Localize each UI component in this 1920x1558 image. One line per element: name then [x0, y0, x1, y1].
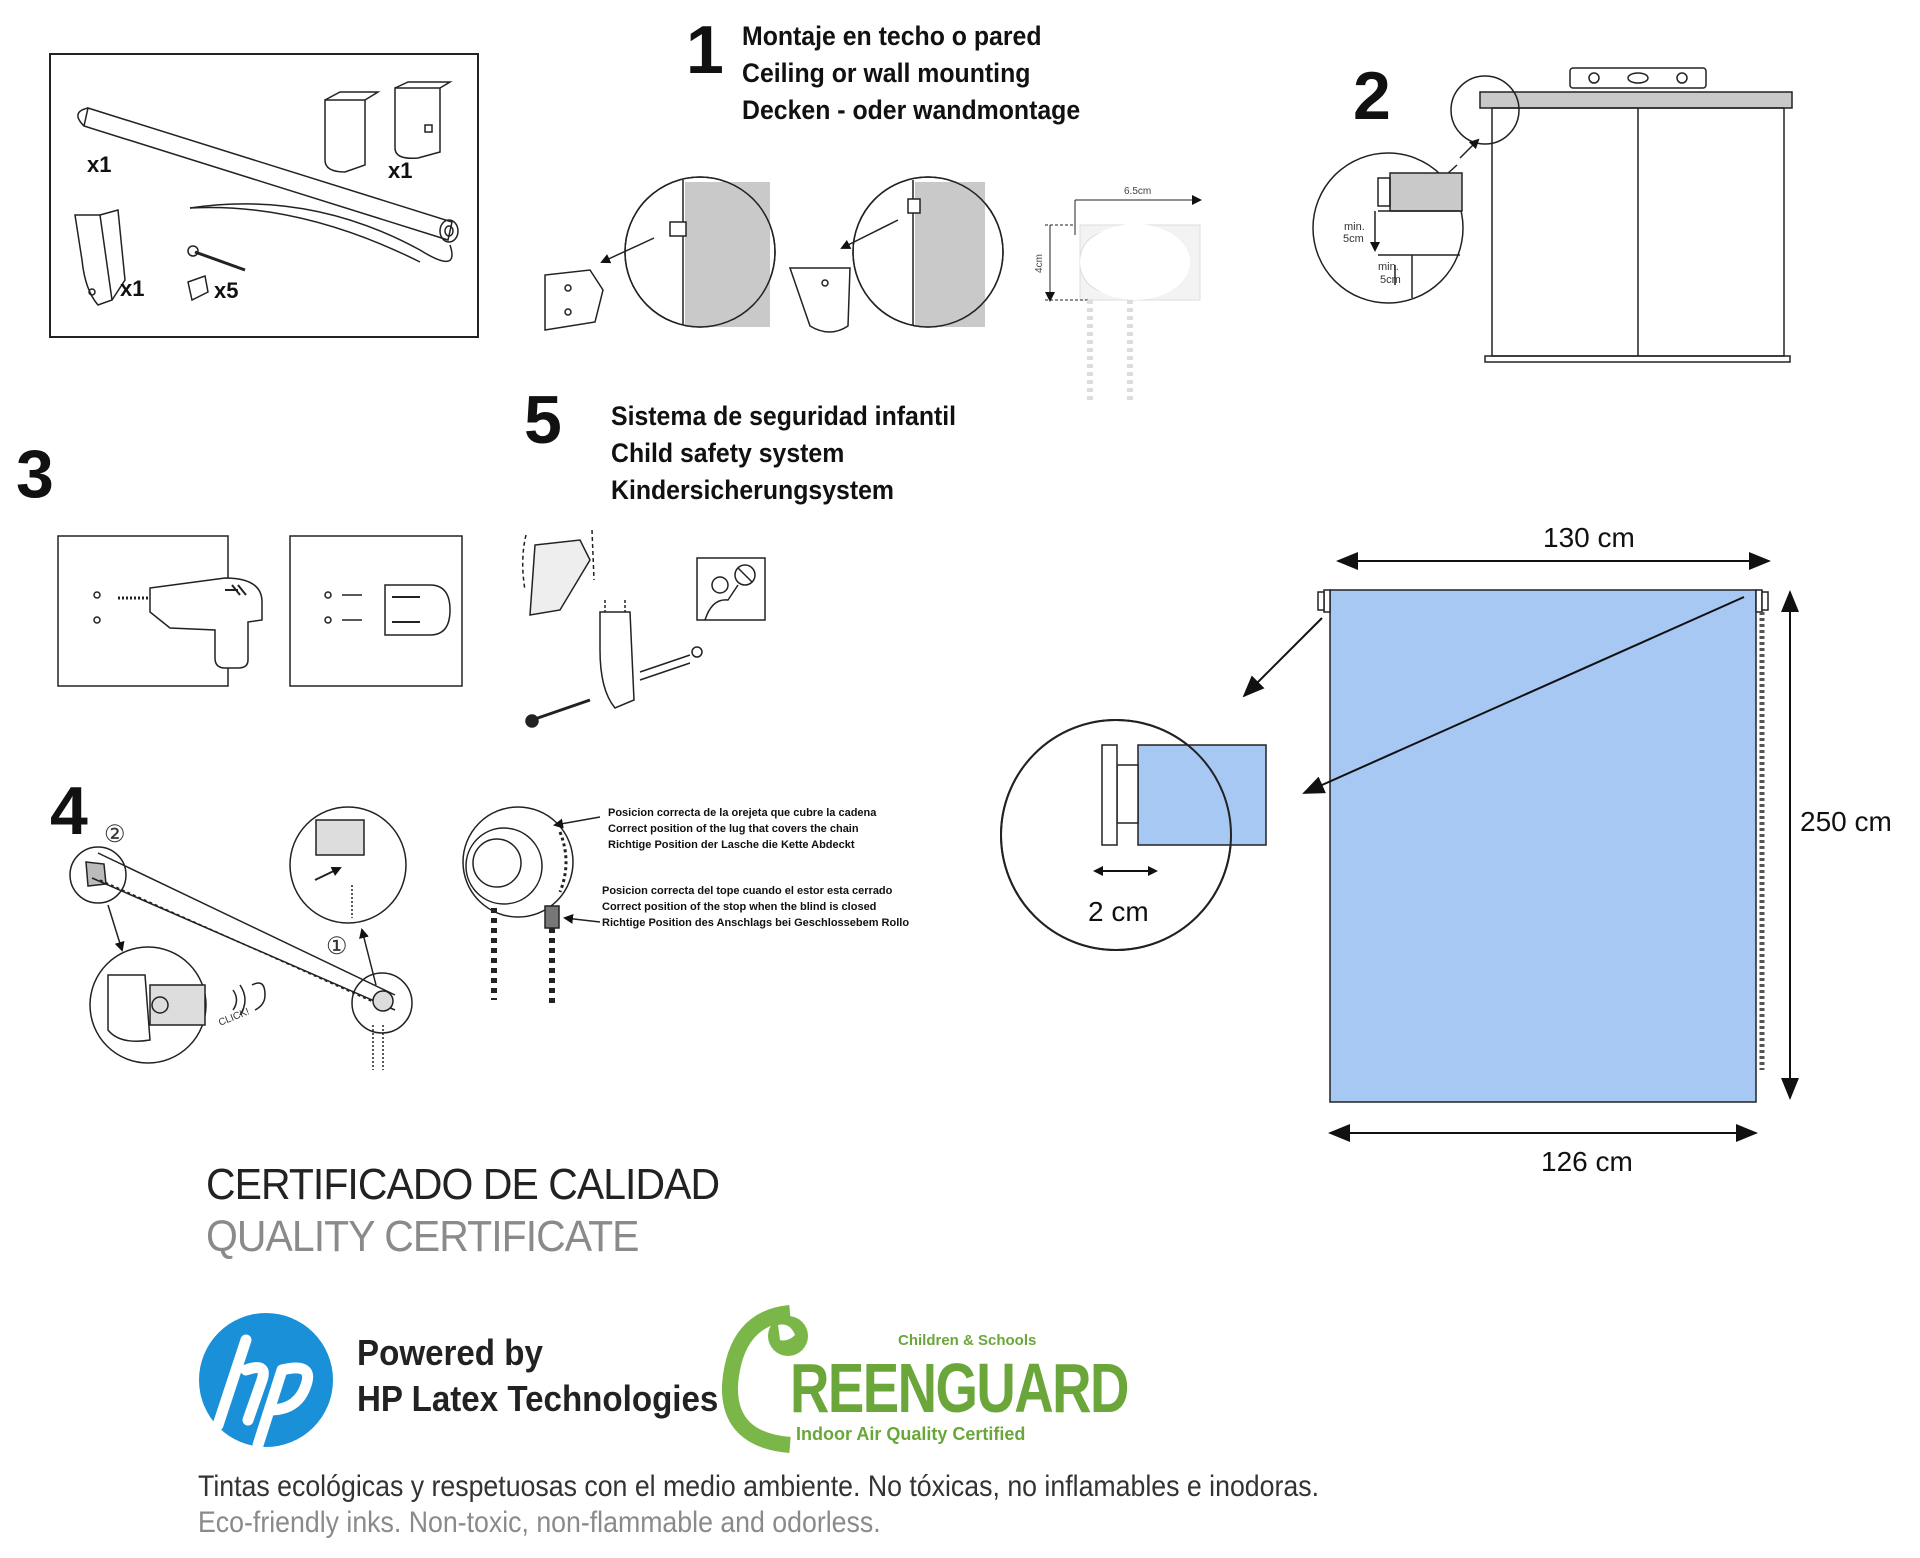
- eco-inks-es: Tintas ecológicas y respetuosas con el m…: [198, 1470, 1320, 1503]
- step1-width-label: 6.5cm: [1124, 186, 1152, 197]
- certificate-title-es: CERTIFICADO DE CALIDAD: [206, 1160, 720, 1209]
- step3-number: 3: [16, 436, 54, 512]
- step5-safety-drawings: [522, 529, 766, 728]
- certificate-title-en: QUALITY CERTIFICATE: [206, 1212, 639, 1261]
- parts-qty-roller: x1: [87, 152, 112, 177]
- step1-detail-right: [788, 176, 1004, 333]
- step4-number: 4: [50, 773, 88, 849]
- ul-greenguard-icon: [1114, 1292, 1170, 1348]
- parts-qty-safety: x1: [120, 276, 145, 301]
- step1-housing-diagram: [1045, 195, 1202, 400]
- step5-title-es: Sistema de seguridad infantil: [611, 401, 957, 431]
- step2-window-diagram: [1312, 67, 1793, 363]
- step4-note-lug-es: Posicion correcta de la orejeta que cubr…: [608, 807, 877, 819]
- step4-circle-1: ①: [326, 933, 348, 960]
- dimension-total-width: 130 cm: [1543, 522, 1635, 553]
- eco-inks-en: Eco-friendly inks. Non-toxic, non-flamma…: [198, 1506, 881, 1539]
- parts-qty-screws: x5: [214, 278, 239, 303]
- certificate-heading: CERTIFICADO DE CALIDAD QUALITY CERTIFICA…: [206, 1160, 758, 1262]
- step2-min-label-b: min.: [1378, 261, 1399, 273]
- step1-title: Montaje en techo o pared Ceiling or wall…: [742, 18, 1110, 129]
- ul-ecologo-icon: [1286, 1290, 1338, 1342]
- step5-title: Sistema de seguridad infantil Child safe…: [611, 398, 986, 509]
- greenguard-logo-mark: [721, 1305, 808, 1453]
- blind-dimension-drawing: [1000, 552, 1799, 1142]
- hp-line1: Powered by: [357, 1332, 543, 1373]
- eco-inks-text: Tintas ecológicas y respetuosas con el m…: [198, 1470, 1458, 1540]
- step4-note-lug-de: Richtige Position der Lasche die Kette A…: [608, 839, 855, 851]
- greenguard-bottom-text: Indoor Air Quality Certified: [796, 1424, 1026, 1444]
- step3-bracket-panel: [289, 535, 463, 687]
- hp-logo: [199, 1313, 333, 1451]
- greenguard-top-text: Children & Schools: [898, 1332, 1037, 1349]
- step3-drill-panel: [57, 535, 263, 687]
- step1-title-es: Montaje en techo o pared: [742, 21, 1042, 51]
- blind-fabric: [1329, 589, 1757, 1103]
- step2-min-label-a: min.: [1344, 221, 1365, 233]
- step4-notes-stop: Posicion correcta del tope cuando el est…: [602, 883, 909, 931]
- step4-note-stop-es: Posicion correcta del tope cuando el est…: [602, 885, 893, 897]
- greenguard-big-text: REENGUARD: [790, 1349, 1129, 1427]
- step1-title-de: Decken - oder wandmontage: [742, 95, 1081, 125]
- step5-number: 5: [524, 382, 562, 458]
- step2-number: 2: [1353, 58, 1391, 134]
- step1-height-label: 4cm: [1033, 254, 1045, 273]
- step4-circle-2: ②: [104, 821, 126, 848]
- step1-detail-left: [544, 176, 776, 331]
- step4-note-stop-en: Correct position of the stop when the bl…: [602, 901, 877, 913]
- parts-box: [49, 53, 479, 338]
- step4-install-drawings: [69, 806, 601, 1070]
- step4-note-stop-de: Richtige Position des Anschlags bei Gesc…: [602, 917, 910, 929]
- step5-title-en: Child safety system: [611, 438, 845, 468]
- hp-powered-text: Powered by HP Latex Technologies: [357, 1330, 750, 1422]
- step2-min-value-a: 5cm: [1343, 233, 1364, 245]
- step1-number: 1: [686, 12, 724, 88]
- dimension-bracket-offset: 2 cm: [1088, 896, 1149, 927]
- step4-note-lug-en: Correct position of the lug that covers …: [608, 823, 859, 835]
- parts-qty-bracket: x1: [388, 158, 413, 183]
- dimension-fabric-width: 126 cm: [1541, 1146, 1633, 1177]
- dimension-height: 250 cm: [1800, 806, 1892, 837]
- step5-title-de: Kindersicherungsystem: [611, 475, 895, 505]
- step4-notes-lug: Posicion correcta de la orejeta que cubr…: [608, 805, 876, 853]
- step1-title-en: Ceiling or wall mounting: [742, 58, 1031, 88]
- hp-line2: HP Latex Technologies: [357, 1378, 719, 1419]
- step2-min-value-b: 5cm: [1380, 274, 1401, 286]
